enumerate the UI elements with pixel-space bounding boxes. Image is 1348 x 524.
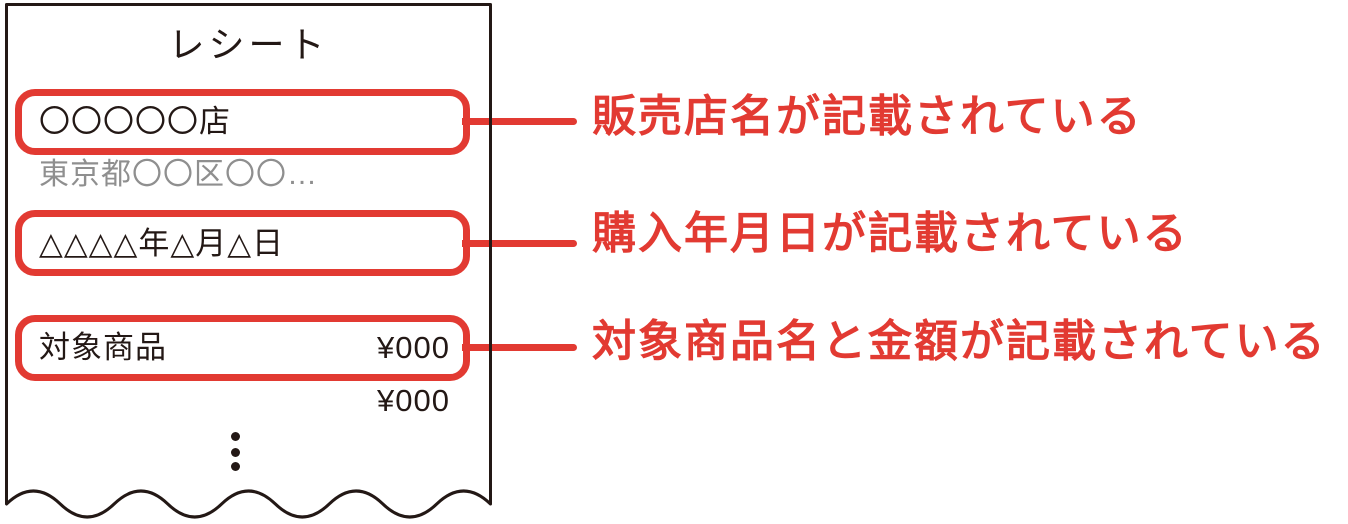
ellipsis-dot [231, 462, 240, 471]
product-name-text: 対象商品 [39, 330, 167, 365]
annotation-purchase-date: 購入年月日が記載されている [592, 209, 1189, 258]
ellipsis-dot [231, 432, 240, 441]
product-connector-line [462, 344, 577, 351]
store-name-connector-line [462, 118, 577, 125]
receipt-title: レシート [168, 24, 329, 65]
store-address-text: 東京都〇〇区〇〇… [39, 158, 318, 191]
purchase-date-connector-line [462, 240, 577, 247]
purchase-date-text: △△△△年△月△日 [39, 226, 285, 261]
product-price-text: ¥000 [377, 330, 450, 365]
annotation-store-name: 販売店名が記載されている [592, 92, 1143, 141]
store-name-text: 〇〇〇〇〇店 [39, 104, 231, 139]
annotation-product: 対象商品名と金額が記載されている [592, 317, 1327, 366]
product-line: 対象商品 ¥000 [39, 331, 450, 365]
ellipsis-dot [231, 448, 240, 457]
additional-price-text: ¥000 [377, 383, 450, 418]
